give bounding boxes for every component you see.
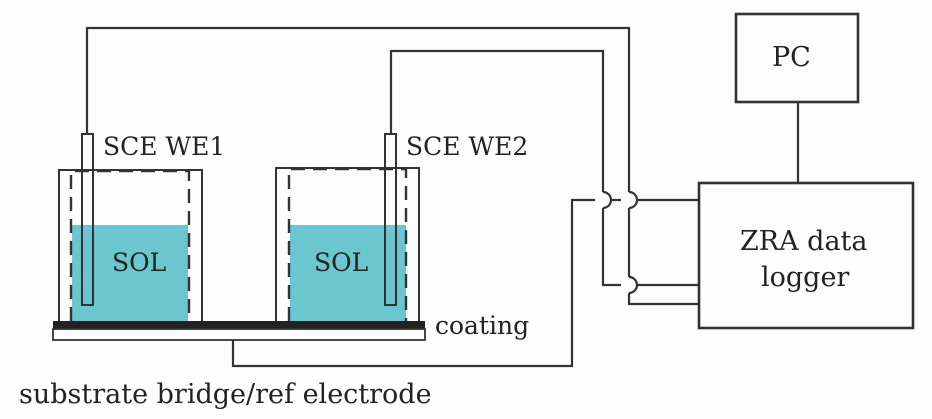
wire-we1-to-zra — [627, 293, 699, 306]
label-coating: coating — [435, 311, 530, 340]
wire-we1-hop — [628, 190, 639, 210]
label-sce-we1: SCE WE1 — [103, 132, 226, 161]
wire-substrate-a — [231, 198, 595, 368]
coating-layer — [53, 321, 425, 329]
substrate-plate — [52, 328, 426, 341]
wire-we2-to-zra-a — [601, 208, 621, 287]
label-sce-we2: SCE WE2 — [406, 132, 529, 161]
label-zra-line1: ZRA data — [740, 226, 868, 257]
wire-we1 — [85, 26, 631, 192]
zra-data-logger-box — [697, 181, 915, 330]
label-zra-line2: logger — [761, 262, 850, 293]
cell-left-dashed-liner — [69, 169, 191, 321]
cell-right-dashed-liner — [287, 167, 408, 321]
label-substrate: substrate bridge/ref electrode — [19, 379, 432, 410]
label-pc: PC — [772, 42, 811, 73]
wire-we2-hop — [602, 190, 613, 210]
label-sol-right: SOL — [314, 248, 369, 277]
wire-we1-hop2 — [628, 275, 639, 295]
wire-we2 — [389, 49, 605, 192]
label-sol-left: SOL — [112, 248, 167, 277]
